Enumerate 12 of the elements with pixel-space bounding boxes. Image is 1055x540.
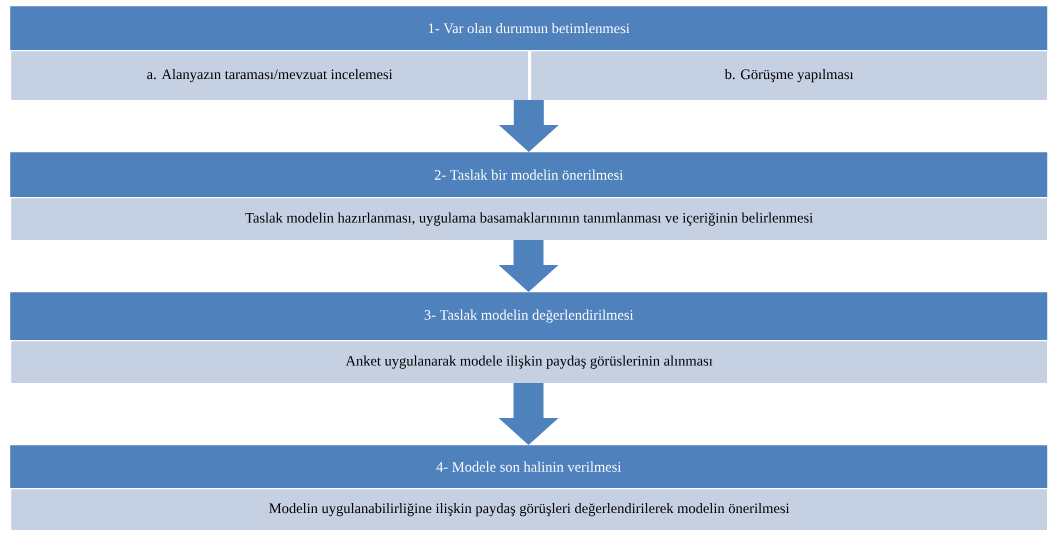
step-box: Anket uygulanarak modele ilişkin paydaş görüslerinin alınması [10, 340, 1049, 385]
block-arrow [498, 100, 559, 152]
step-box: a. Alanyazın taraması/mevzuat incelemesi [10, 50, 530, 102]
stage-header-band: 3- Taslak modelin değerlendirilmesi [10, 292, 1048, 341]
block-arrow [498, 383, 559, 445]
stage-header-band: 1- Var olan durumun betimlenmesi [10, 6, 1048, 51]
step-box: Taslak modelin hazırlanması, uygulama basamaklarınının tanımlanması ve içeriğinin belirlenmesi [10, 197, 1049, 242]
block-arrow [498, 240, 559, 292]
step-box: Modelin uygulanabilirliğine ilişkin paydaş görüşleri değerlendirilerek modelin önerilmesi [10, 488, 1049, 532]
stage-header-band: 2- Taslak bir modelin önerilmesi [10, 152, 1048, 198]
stage-header-band: 4- Modele son halinin verilmesi [10, 445, 1048, 489]
step-box: b. Görüşme yapılması [530, 50, 1049, 102]
